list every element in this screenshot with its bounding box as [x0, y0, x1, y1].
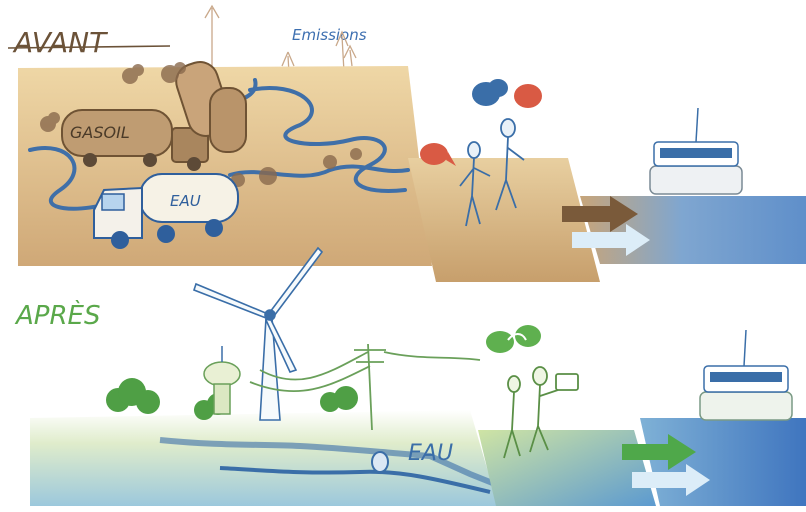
after-label: APRÈS [14, 299, 100, 331]
people-figures-icon [459, 118, 525, 227]
flow-arrow-green-icon [622, 434, 696, 470]
smoke-puffs [40, 62, 362, 187]
speech-bubble-icon [420, 79, 542, 166]
water-pipe-icon [159, 437, 502, 494]
water-truck-label: EAU [170, 192, 201, 210]
emissions-label: Emissions [292, 26, 367, 44]
emission-arrows-icon [204, 4, 357, 91]
diesel-tank-icon: GASOIL [61, 109, 209, 171]
pipe-water-label: EAU [408, 441, 453, 466]
before-underline [7, 45, 171, 49]
before-people-panel [408, 158, 600, 282]
power-plant-icon [649, 107, 743, 195]
diesel-tank-label: GASOIL [70, 123, 130, 142]
after-section: APRÈS [14, 246, 806, 506]
water-tower-icon [203, 346, 241, 415]
speech-bubble-after-icon [486, 325, 541, 353]
people-figures-after-icon [503, 366, 579, 459]
after-ground-panel [30, 410, 498, 506]
before-label: AVANT [12, 26, 108, 59]
water-truck-icon: EAU [93, 173, 239, 249]
after-people-panel [478, 430, 656, 506]
wind-turbine-icon [193, 246, 324, 421]
power-plant-after-icon [699, 329, 793, 421]
after-sea-panel [640, 418, 806, 506]
before-section: AVANT Emissions GASOIL [7, 4, 806, 282]
power-pole-icon [249, 343, 481, 431]
flow-arrow-brown-icon [562, 196, 638, 232]
flow-arrow-light-icon [572, 224, 650, 256]
flow-arrow-light-after-icon [632, 464, 710, 496]
storage-tanks-icon [175, 61, 247, 153]
